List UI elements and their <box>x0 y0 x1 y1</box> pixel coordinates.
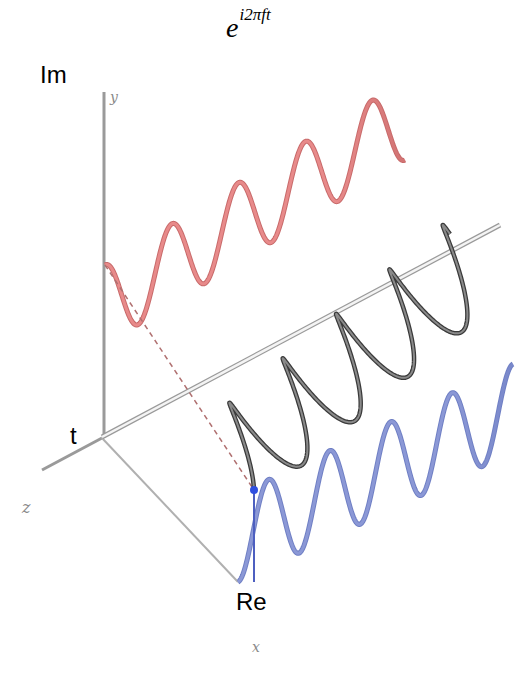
projection-dash <box>105 265 254 490</box>
axis-letter: y <box>110 90 118 104</box>
helix <box>229 225 467 490</box>
axis-letter: z <box>22 500 30 516</box>
start-point <box>250 486 258 494</box>
re-axis <box>102 438 238 582</box>
axis-label: Im <box>40 63 67 87</box>
re-wave <box>238 364 513 582</box>
re-wave-outline <box>238 364 513 582</box>
axis-label: t <box>70 424 77 448</box>
formula-exponent: i2πft <box>239 6 270 23</box>
im-wave <box>105 100 405 325</box>
axis-label: Re <box>236 590 267 614</box>
helix-outline <box>229 225 467 490</box>
formula-base: e <box>226 14 238 42</box>
projection-line <box>253 490 255 582</box>
axis-letter: x <box>252 640 260 654</box>
im-wave-outline <box>105 100 405 325</box>
